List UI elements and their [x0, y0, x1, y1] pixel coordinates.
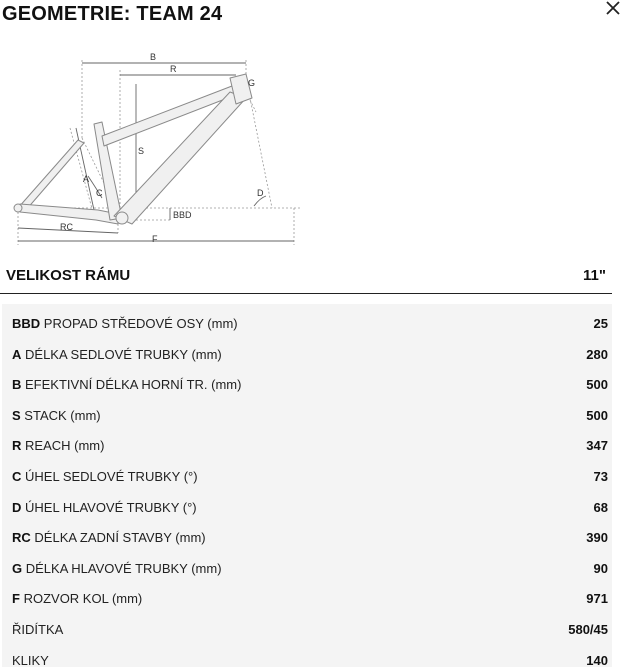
row-code: B	[12, 377, 22, 392]
table-row: G DÉLKA HLAVOVÉ TRUBKY (mm) 90	[2, 554, 612, 584]
row-value: 500	[586, 377, 608, 392]
row-label: ŘIDÍTKA	[12, 622, 64, 637]
row-label: DÉLKA ZADNÍ STAVBY (mm)	[34, 530, 206, 545]
label-c: C	[96, 188, 103, 198]
row-label: ÚHEL HLAVOVÉ TRUBKY (°)	[25, 500, 197, 515]
row-value: 971	[586, 591, 608, 606]
row-value: 68	[593, 500, 608, 515]
table-row: F ROZVOR KOL (mm) 971	[2, 584, 612, 614]
geometry-diagram: B R G S A C D BBD RC F	[13, 52, 300, 245]
frame-size-label: VELIKOST RÁMU	[6, 267, 131, 284]
row-label: KLIKY	[12, 653, 49, 667]
page-title: GEOMETRIE: TEAM 24	[2, 3, 223, 25]
frame-size-header: VELIKOST RÁMU 11"	[0, 264, 612, 294]
table-row: A DÉLKA SEDLOVÉ TRUBKY (mm) 280	[2, 340, 612, 370]
label-s: S	[138, 146, 144, 156]
row-value: 25	[593, 316, 608, 331]
label-g: G	[248, 78, 255, 88]
row-value: 347	[586, 438, 608, 453]
row-value: 73	[593, 469, 608, 484]
row-code: RC	[12, 530, 31, 545]
label-bbd: BBD	[173, 210, 192, 220]
table-row: R REACH (mm) 347	[2, 431, 612, 461]
table-row: B EFEKTIVNÍ DÉLKA HORNÍ TR. (mm) 500	[2, 370, 612, 400]
row-code: G	[12, 561, 23, 576]
row-label: DÉLKA SEDLOVÉ TRUBKY (mm)	[25, 347, 222, 362]
table-row: RC DÉLKA ZADNÍ STAVBY (mm) 390	[2, 523, 612, 553]
label-rc: RC	[60, 222, 73, 232]
table-row: S STACK (mm) 500	[2, 401, 612, 431]
table-row: BBD PROPAD STŘEDOVÉ OSY (mm) 25	[2, 309, 612, 339]
row-label: STACK (mm)	[24, 408, 101, 423]
row-code: D	[12, 500, 22, 515]
table-row: ŘIDÍTKA 580/45	[2, 615, 612, 645]
row-code: C	[12, 469, 22, 484]
frame-size-value: 11"	[583, 267, 606, 284]
row-code: S	[12, 408, 21, 423]
row-code: A	[12, 347, 22, 362]
label-f: F	[152, 234, 158, 244]
table-row: D ÚHEL HLAVOVÉ TRUBKY (°) 68	[2, 493, 612, 523]
row-label: PROPAD STŘEDOVÉ OSY (mm)	[43, 316, 238, 331]
row-value: 390	[586, 530, 608, 545]
row-label: EFEKTIVNÍ DÉLKA HORNÍ TR. (mm)	[25, 377, 242, 392]
row-value: 140	[586, 653, 608, 667]
table-row: KLIKY 140	[2, 646, 612, 667]
row-code: R	[12, 438, 22, 453]
row-label: DÉLKA HLAVOVÉ TRUBKY (mm)	[25, 561, 222, 576]
row-code: F	[12, 591, 20, 606]
row-label: ROZVOR KOL (mm)	[23, 591, 143, 606]
label-b: B	[150, 52, 156, 62]
label-d: D	[257, 188, 264, 198]
table-row: C ÚHEL SEDLOVÉ TRUBKY (°) 73	[2, 462, 612, 492]
label-a: A	[83, 174, 89, 184]
row-label: ÚHEL SEDLOVÉ TRUBKY (°)	[25, 469, 198, 484]
close-icon	[606, 1, 620, 15]
row-code: BBD	[12, 316, 41, 331]
row-value: 500	[586, 408, 608, 423]
geometry-table: BBD PROPAD STŘEDOVÉ OSY (mm) 25 A DÉLKA …	[2, 304, 612, 667]
row-value: 90	[593, 561, 608, 576]
row-value: 280	[586, 347, 608, 362]
row-label: REACH (mm)	[25, 438, 105, 453]
close-button[interactable]	[603, 0, 620, 20]
row-value: 580/45	[568, 622, 608, 637]
label-r: R	[170, 64, 177, 74]
